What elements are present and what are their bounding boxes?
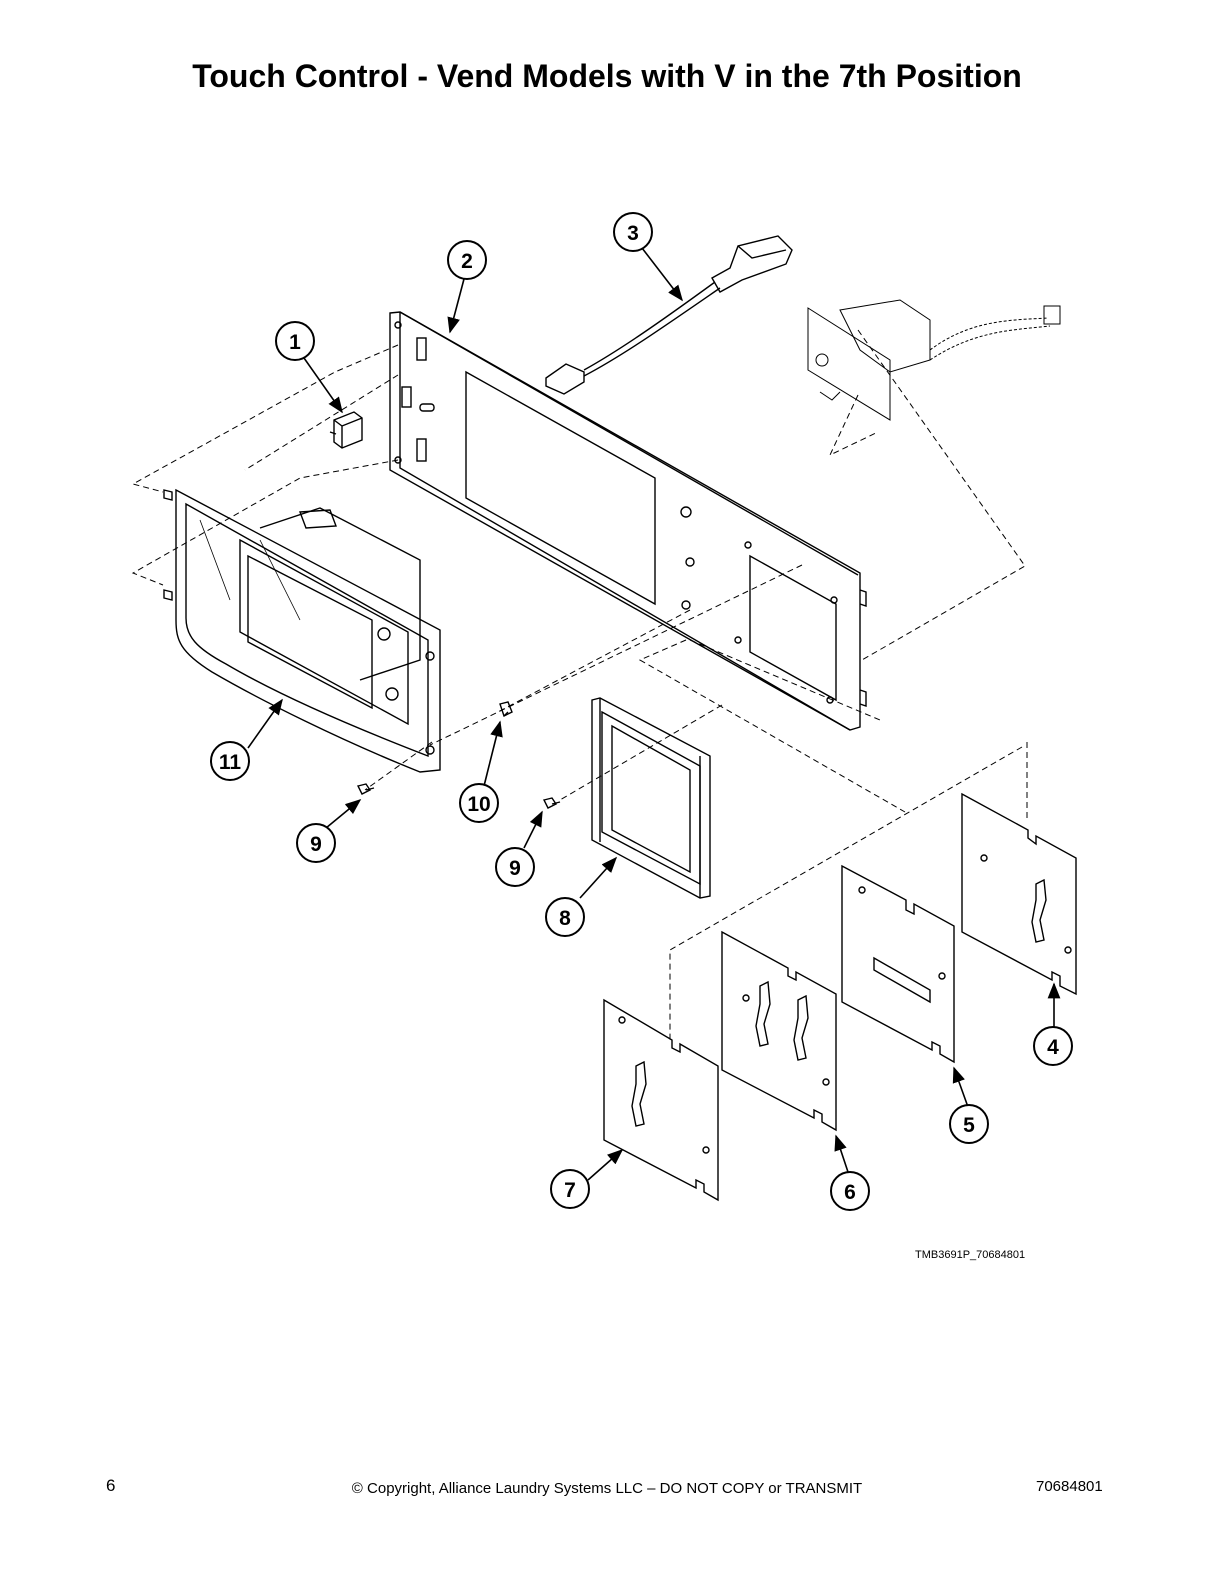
- callout-1: 1: [275, 321, 315, 361]
- screw-part-9-right: [542, 797, 561, 809]
- board-assembly: [807, 299, 1061, 421]
- clip-part-10: [499, 701, 513, 717]
- callout-6: 6: [830, 1171, 870, 1211]
- callout-label: 3: [627, 222, 639, 245]
- callout-4: 4: [1033, 1026, 1073, 1066]
- callout-11: 11: [210, 741, 250, 781]
- figure-reference: TMB3691P_70684801: [915, 1249, 1026, 1261]
- callout-label: 11: [219, 751, 242, 774]
- callout-label: 10: [467, 793, 490, 816]
- callout-label: 9: [310, 833, 322, 856]
- callout-label: 9: [509, 857, 521, 880]
- callout-7: 7: [550, 1169, 590, 1209]
- callout-label: 1: [289, 331, 301, 354]
- page-number: 6: [106, 1476, 116, 1495]
- coin-plate-part-6: [721, 930, 837, 1132]
- callout-label: 8: [559, 907, 571, 930]
- coin-plate-part-7: [603, 998, 719, 1202]
- callout-label: 5: [963, 1114, 975, 1137]
- callout-2: 2: [447, 240, 487, 280]
- callout-5: 5: [949, 1104, 989, 1144]
- document-number: 70684801: [1036, 1478, 1103, 1495]
- callout-label: 7: [564, 1179, 576, 1202]
- callout-3: 3: [613, 212, 653, 252]
- touch-control-assembly-part-11: [163, 488, 441, 773]
- assembly-guide-lines: [131, 329, 1028, 1040]
- leader-lines: [247, 247, 1061, 1181]
- page-title: Touch Control - Vend Models with V in th…: [192, 58, 1022, 94]
- callout-label: 4: [1047, 1036, 1059, 1059]
- coin-frame-part-8: [591, 697, 711, 899]
- callout-label: 2: [461, 250, 473, 273]
- callout-label: 6: [844, 1181, 856, 1204]
- harness-part-3: [545, 235, 793, 395]
- control-panel-part-2: [389, 311, 867, 731]
- screw-part-9-left: [356, 783, 375, 795]
- coin-plate-part-4: [961, 792, 1077, 996]
- callout-8: 8: [545, 897, 585, 937]
- callout-9-left: 9: [296, 823, 336, 863]
- callout-10: 10: [459, 783, 499, 823]
- callout-9-right: 9: [495, 847, 535, 887]
- copyright-notice: © Copyright, Alliance Laundry Systems LL…: [351, 1480, 863, 1497]
- switch-part-1: [329, 411, 363, 449]
- coin-plate-part-5: [841, 864, 955, 1064]
